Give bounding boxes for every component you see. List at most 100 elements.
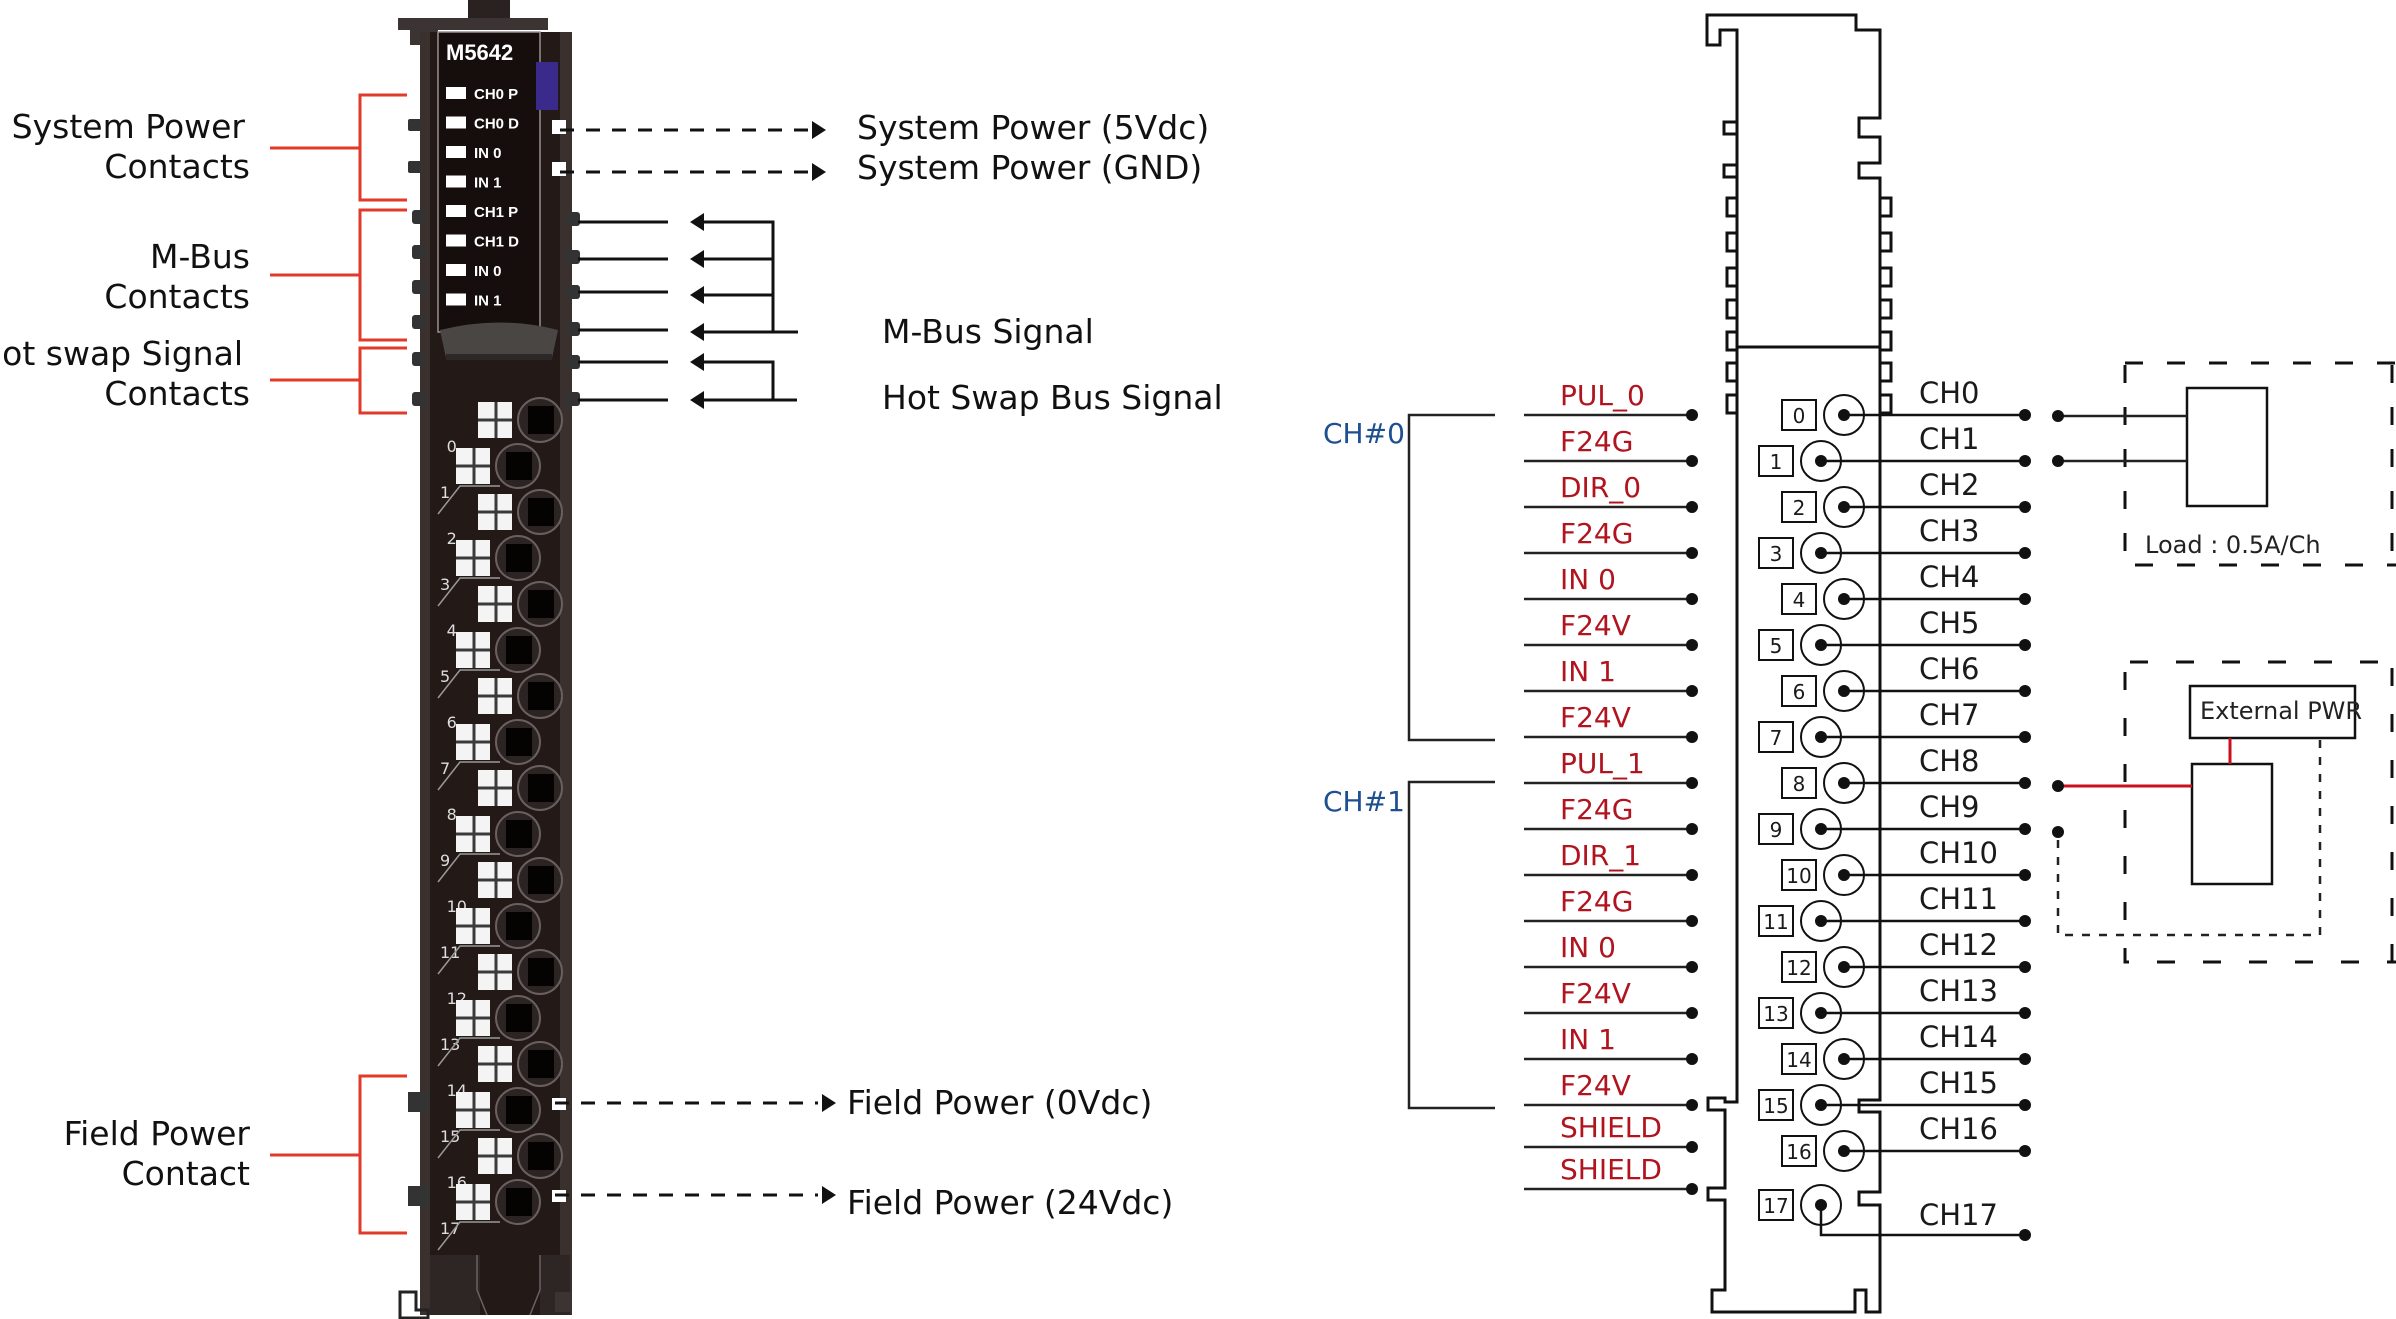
channel-label: CH16 <box>1919 1112 1998 1146</box>
signal-label: F24V <box>1560 977 1631 1010</box>
led-indicator <box>446 264 466 276</box>
led-label: IN 0 <box>474 145 502 162</box>
channel-label: CH14 <box>1919 1020 1998 1054</box>
terminal-number: 4 <box>1793 588 1806 612</box>
signal-label: PUL_1 <box>1560 747 1645 780</box>
terminal-6: 6 <box>447 673 563 732</box>
module-top-knob <box>468 0 510 22</box>
terminal-number: 13 <box>1763 1002 1788 1026</box>
terminal-number: 2 <box>1793 496 1806 520</box>
terminal-15: 15 <box>437 1087 541 1159</box>
channel-label: CH13 <box>1919 974 1998 1008</box>
channel-label: CH3 <box>1919 514 1980 548</box>
signal-label: IN 1 <box>1560 655 1616 688</box>
signal-label: DIR_0 <box>1560 471 1641 504</box>
led-label: CH1 P <box>474 204 518 221</box>
led-indicator <box>446 293 466 306</box>
terminal-number: 2 <box>447 529 457 548</box>
terminal-3: 3 <box>437 535 541 607</box>
channel-label: CH9 <box>1919 790 1980 824</box>
ext-pwr-block <box>2188 684 2357 740</box>
arrow-5v <box>812 121 826 139</box>
ext-load-component <box>2190 762 2274 886</box>
right-annotations: System Power (5Vdc) System Power (GND) M… <box>555 108 1223 1222</box>
terminal-row-2: 2 CH2 <box>1781 468 2031 528</box>
annot-sys-5v: System Power (5Vdc) <box>857 108 1209 147</box>
load-box: Load : 0.5A/Ch <box>2052 361 2396 567</box>
signal-row: SHIELD <box>1524 1153 1698 1195</box>
signal-row: F24V <box>1524 701 1698 743</box>
signal-row: F24G <box>1524 885 1698 927</box>
terminal-number: 6 <box>447 713 457 732</box>
group-label-ch0: CH#0 <box>1323 417 1405 450</box>
led-label: IN 0 <box>474 263 502 280</box>
terminal-number: 5 <box>1770 634 1783 658</box>
signal-label: F24G <box>1560 885 1633 918</box>
bus-contact-left <box>412 352 426 366</box>
bottom-clip <box>398 1290 430 1319</box>
bus-contact-left <box>412 245 426 259</box>
signal-row: F24V <box>1524 977 1698 1019</box>
bracket-system-power <box>270 93 407 202</box>
bus-contact-left <box>412 210 426 224</box>
terminal-number: 11 <box>440 943 460 962</box>
terminal-number: 9 <box>1770 818 1783 842</box>
terminal-number: 8 <box>1793 772 1806 796</box>
terminal-number: 4 <box>447 621 457 640</box>
terminal-11: 11 <box>437 903 541 975</box>
load-label: Load : 0.5A/Ch <box>2145 531 2321 559</box>
group-label-ch1: CH#1 <box>1323 785 1405 818</box>
label-mbus-2: Contacts <box>104 277 250 316</box>
channel-label: CH8 <box>1919 744 1980 778</box>
ext-pwr-label: External PWR <box>2200 697 2362 725</box>
signal-row: F24G <box>1524 517 1698 559</box>
label-system-power-2: Contacts <box>104 147 250 186</box>
signal-label: SHIELD <box>1560 1111 1662 1144</box>
channel-label: CH11 <box>1919 882 1998 916</box>
channel-label: CH1 <box>1919 422 1980 456</box>
annot-mbus-signal: M-Bus Signal <box>882 312 1094 351</box>
terminal-8: 8 <box>447 765 563 824</box>
bus-contact-right <box>566 212 580 226</box>
led-label: IN 1 <box>474 293 502 310</box>
signal-label: IN 0 <box>1560 563 1616 596</box>
load-component <box>2185 386 2269 508</box>
annot-field-0v: Field Power (0Vdc) <box>847 1083 1152 1122</box>
signal-label: F24G <box>1560 793 1633 826</box>
arrow-hotswap-2 <box>690 391 704 409</box>
bus-contact-left <box>412 315 426 329</box>
arrow-mbus-2 <box>690 250 704 268</box>
terminal-number: 13 <box>440 1035 460 1054</box>
signal-label: F24V <box>1560 701 1631 734</box>
terminal-2: 2 <box>447 489 563 548</box>
signal-label: PUL_0 <box>1560 379 1645 412</box>
terminal-17: 17 <box>437 1179 541 1251</box>
terminal-10: 10 <box>447 857 563 916</box>
label-hotswap-2: Contacts <box>104 374 250 413</box>
terminal-number: 3 <box>1770 542 1783 566</box>
arrow-gnd <box>812 163 826 181</box>
channel-label: CH7 <box>1919 698 1980 732</box>
signal-row: F24G <box>1524 793 1698 835</box>
label-system-power-1: System Power <box>12 107 246 146</box>
channel-label: CH2 <box>1919 468 1980 502</box>
signal-label: SHIELD <box>1560 1153 1662 1186</box>
signal-row: PUL_0 <box>1524 379 1698 421</box>
channel-label: CH6 <box>1919 652 1980 686</box>
terminal-row-8: 8 CH8 <box>1781 744 2031 804</box>
module-left-rail <box>420 32 430 1315</box>
cover-hinge <box>440 322 558 358</box>
signal-label: F24G <box>1560 425 1633 458</box>
signal-row: F24G <box>1524 425 1698 467</box>
terminal-16: 16 <box>447 1133 563 1192</box>
bus-contact-right <box>566 250 580 264</box>
bracket-ch0 <box>1407 413 1495 742</box>
label-field-power-1: Field Power <box>64 1114 251 1153</box>
led-label: CH0 D <box>474 116 519 133</box>
terminal-number: 11 <box>1763 910 1788 934</box>
system-power-contact <box>408 161 422 173</box>
